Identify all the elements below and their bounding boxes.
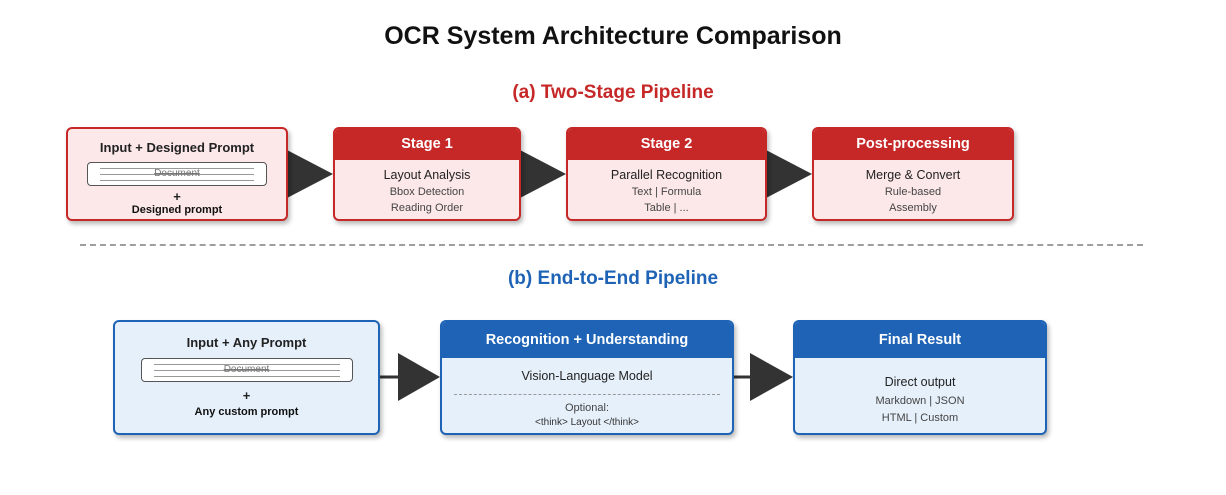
a-stage1-main: Layout Analysis — [383, 168, 471, 182]
b-final-head: Final Result — [795, 322, 1045, 358]
b-recognition-separator — [454, 394, 720, 395]
diagram-title: OCR System Architecture Comparison — [384, 22, 842, 50]
section-a-title: (a) Two-Stage Pipeline — [512, 82, 714, 103]
a-post-main: Merge & Convert — [865, 168, 961, 182]
section-divider — [80, 244, 1143, 246]
b-recognition-optional: Optional: — [564, 402, 610, 414]
b-recognition-head: Recognition + Understanding — [442, 322, 732, 358]
a-document-label: Document — [154, 168, 200, 179]
a-post-box: Post-processing Merge & Convert Rule-bas… — [812, 127, 1014, 221]
b-plus: + — [242, 388, 251, 403]
arrow-a3-head — [766, 150, 812, 198]
a-stage1-head: Stage 1 — [335, 129, 519, 160]
b-input-title: Input + Any Prompt — [186, 335, 307, 350]
a-input-box: Input + Designed Prompt Document + Desig… — [66, 127, 288, 221]
arrow-a1-head — [287, 150, 333, 198]
a-stage2-box: Stage 2 Parallel Recognition Text | Form… — [566, 127, 767, 221]
a-stage2-sub1: Text | Formula — [631, 186, 702, 198]
a-stage1-sub1: Bbox Detection — [389, 186, 465, 198]
b-final-main: Direct output — [884, 375, 956, 389]
a-stage2-head: Stage 2 — [568, 129, 765, 160]
a-post-sub1: Rule-based — [884, 186, 942, 198]
a-prompt-label: Designed prompt — [131, 204, 223, 216]
section-b-title: (b) End-to-End Pipeline — [507, 268, 719, 289]
arrow-a2-head — [520, 150, 566, 198]
a-stage2-main: Parallel Recognition — [610, 168, 723, 182]
b-prompt-label: Any custom prompt — [194, 406, 299, 418]
b-recognition-box: Recognition + Understanding Vision-Langu… — [440, 320, 734, 435]
a-post-sub2: Assembly — [889, 202, 937, 214]
a-post-head: Post-processing — [814, 129, 1012, 160]
a-input-title: Input + Designed Prompt — [99, 140, 255, 155]
arrow-b1-head — [398, 353, 440, 401]
a-stage1-sub2: Reading Order — [390, 202, 464, 214]
b-input-box: Input + Any Prompt Document + Any custom… — [113, 320, 380, 435]
a-stage2-sub2: Table | ... — [644, 202, 689, 214]
a-plus: + — [173, 189, 181, 204]
b-final-box: Final Result Direct output Markdown | JS… — [793, 320, 1047, 435]
b-final-sub1: Markdown | JSON — [875, 395, 965, 407]
a-stage1-box: Stage 1 Layout Analysis Bbox Detection R… — [333, 127, 521, 221]
b-recognition-main: Vision-Language Model — [521, 369, 653, 383]
b-document-label: Document — [223, 364, 270, 375]
b-recognition-think: <think> Layout </think> — [535, 417, 639, 428]
a-document-icon: Document — [87, 162, 267, 186]
arrow-b2-head — [750, 353, 793, 401]
b-final-sub2: HTML | Custom — [881, 412, 959, 424]
b-document-icon: Document — [140, 358, 353, 382]
